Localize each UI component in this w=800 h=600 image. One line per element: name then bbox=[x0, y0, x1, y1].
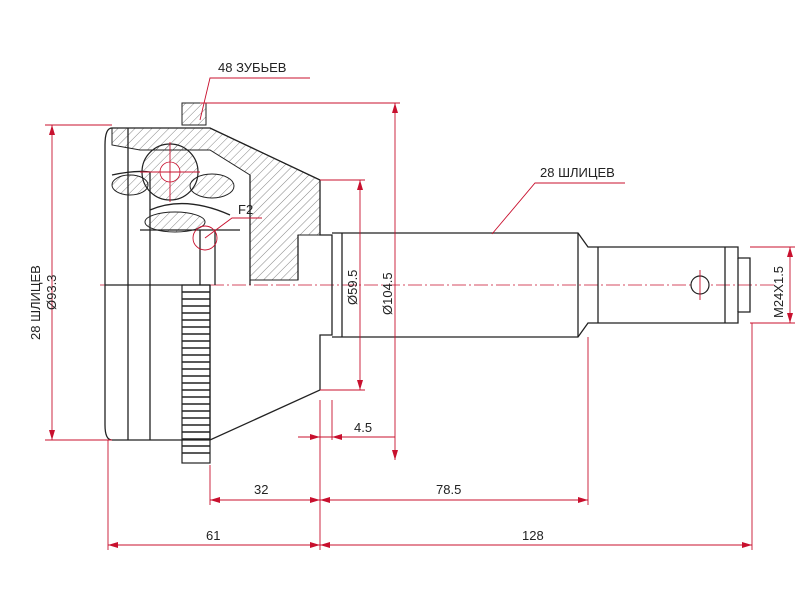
label-teeth: 48 ЗУБЬЕВ bbox=[218, 60, 286, 75]
label-f2: F2 bbox=[238, 202, 253, 217]
dimension-lines bbox=[45, 77, 795, 550]
label-dim-4-5: 4.5 bbox=[354, 420, 372, 435]
label-outer-diameter: Ø93.3 bbox=[44, 275, 59, 310]
arrowheads bbox=[49, 103, 793, 548]
ball bbox=[111, 142, 235, 233]
label-dim-78-5: 78.5 bbox=[436, 482, 461, 497]
label-thread: M24X1.5 bbox=[771, 266, 786, 318]
label-splines-shaft: 28 ШЛИЦЕВ bbox=[540, 165, 615, 180]
label-dim-61: 61 bbox=[206, 528, 220, 543]
label-diameter-104: Ø104.5 bbox=[380, 272, 395, 315]
label-dim-128: 128 bbox=[522, 528, 544, 543]
label-dim-32: 32 bbox=[254, 482, 268, 497]
shaft bbox=[332, 232, 751, 338]
label-splines-left: 28 ШЛИЦЕВ bbox=[28, 265, 43, 340]
label-diameter-59: Ø59.5 bbox=[345, 270, 360, 305]
